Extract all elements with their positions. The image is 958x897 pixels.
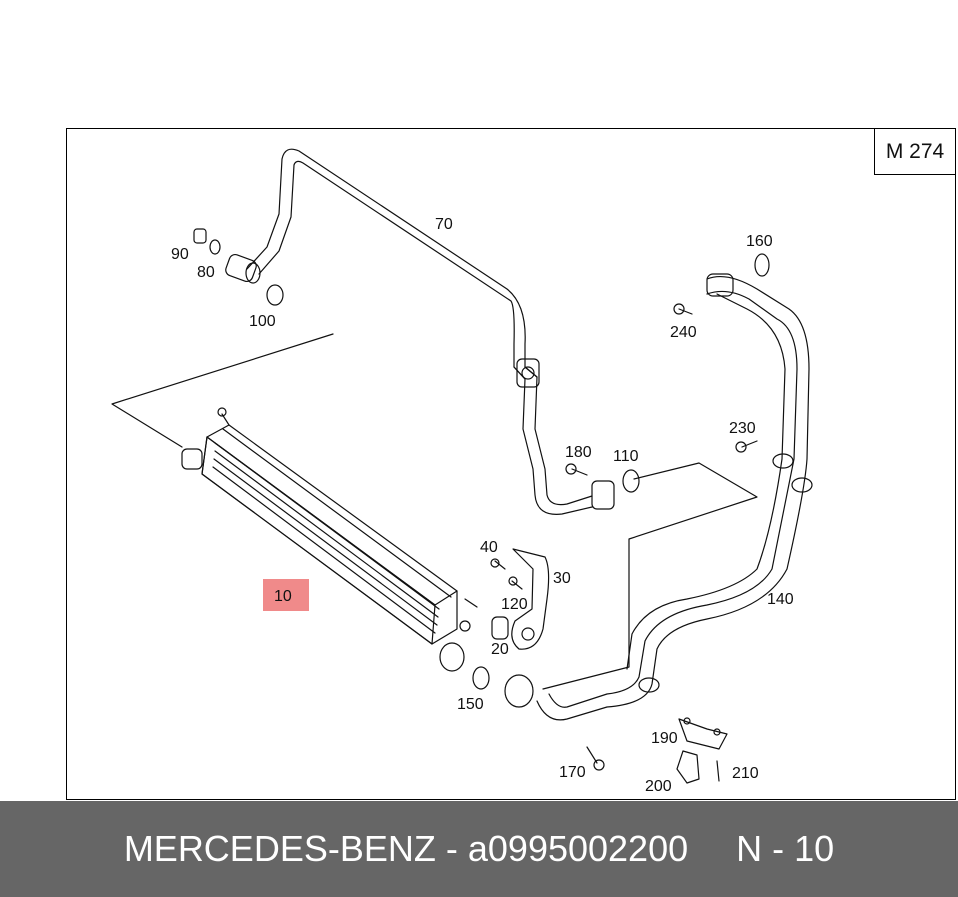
pipe-70 bbox=[246, 148, 538, 378]
callout-180: 180 bbox=[565, 444, 592, 461]
bolt-230 bbox=[741, 440, 758, 448]
clip-200 bbox=[676, 750, 700, 784]
o-ring-160 bbox=[754, 253, 770, 277]
callout-210: 210 bbox=[732, 765, 759, 782]
callout-100: 100 bbox=[249, 313, 276, 330]
o-ring-110 bbox=[622, 469, 640, 493]
callout-160: 160 bbox=[746, 233, 773, 250]
callout-20: 20 bbox=[491, 641, 509, 658]
callout-240: 240 bbox=[670, 324, 697, 341]
callout-10: 10 bbox=[274, 588, 292, 605]
leader-line-100 bbox=[111, 333, 334, 448]
callout-120: 120 bbox=[501, 596, 528, 613]
callout-150: 150 bbox=[457, 696, 484, 713]
callout-40: 40 bbox=[480, 539, 498, 556]
footer-separator: - bbox=[445, 828, 458, 869]
parts-diagram: 70 90 80 100 160 240 230 180 110 40 30 1… bbox=[111, 148, 813, 795]
callout-30: 30 bbox=[553, 570, 571, 587]
bolt-120 bbox=[511, 580, 523, 590]
pipe-70-end-fitting bbox=[591, 480, 615, 510]
callout-170: 170 bbox=[559, 764, 586, 781]
diagram-frame: 70 90 80 100 160 240 230 180 110 40 30 1… bbox=[66, 128, 956, 800]
pipe-70-clamp bbox=[516, 358, 540, 388]
fitting-80 bbox=[225, 253, 261, 284]
callout-80: 80 bbox=[197, 264, 215, 281]
plug-90 bbox=[193, 228, 221, 255]
footer-bar: MERCEDES-BENZ - a0995002200 N - 10 bbox=[0, 801, 958, 897]
bolt-180 bbox=[571, 468, 588, 476]
callout-90: 90 bbox=[171, 246, 189, 263]
callout-70: 70 bbox=[435, 216, 453, 233]
leader-line-110 bbox=[542, 462, 758, 690]
callout-10-highlight[interactable]: 10 bbox=[263, 579, 309, 611]
bracket-190 bbox=[678, 717, 728, 750]
bolt-210 bbox=[716, 760, 720, 782]
bolt-240 bbox=[678, 308, 693, 315]
footer-part-number: a0995002200 bbox=[467, 828, 689, 869]
bolt-40 bbox=[494, 560, 506, 570]
bracket-30 bbox=[511, 548, 550, 650]
footer-position: N - 10 bbox=[736, 828, 835, 869]
oil-cooler-10 bbox=[181, 407, 478, 672]
callout-110: 110 bbox=[613, 448, 639, 465]
callout-230: 230 bbox=[729, 420, 756, 437]
o-ring-100 bbox=[266, 284, 284, 306]
callout-190: 190 bbox=[651, 730, 678, 747]
o-ring-150 bbox=[472, 666, 490, 690]
footer-brand: MERCEDES-BENZ bbox=[123, 828, 436, 869]
pipe-140 bbox=[504, 273, 813, 721]
callout-140: 140 bbox=[767, 591, 794, 608]
bolt-170 bbox=[586, 746, 598, 764]
engine-badge: M 274 bbox=[874, 129, 955, 175]
bushing-20 bbox=[491, 616, 509, 640]
callout-200: 200 bbox=[645, 778, 672, 795]
